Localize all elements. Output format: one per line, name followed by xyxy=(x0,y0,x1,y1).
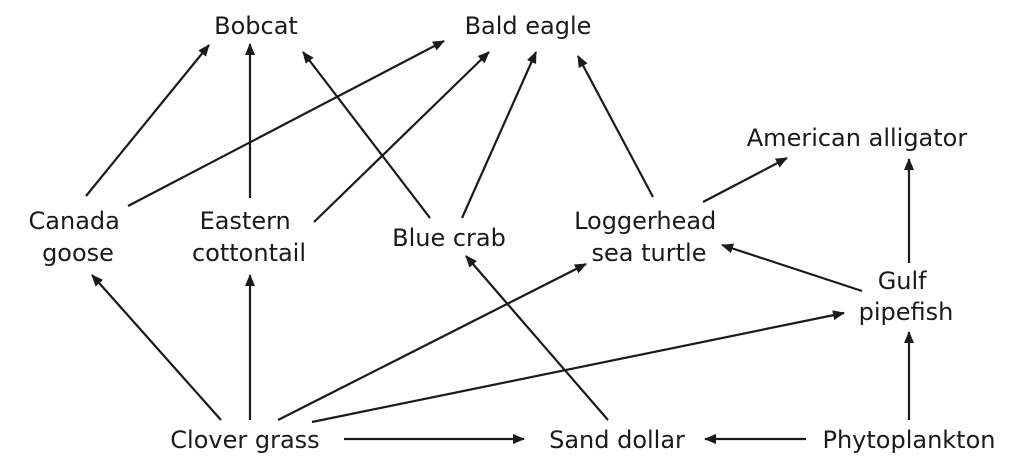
node-eastern-cottontail-line-1: Eastern xyxy=(200,207,291,235)
arrow-clover-grass-to-canada-goose xyxy=(91,274,222,421)
node-bald-eagle-line-1: Bald eagle xyxy=(465,12,592,40)
node-canada-goose-line-1: Canada xyxy=(29,207,120,235)
node-bobcat-line-1: Bobcat xyxy=(214,12,298,40)
node-loggerhead-sea-turtle: Loggerhead sea turtle xyxy=(574,207,724,267)
node-sand-dollar: Sand dollar xyxy=(549,426,685,454)
node-bobcat: Bobcat xyxy=(214,12,298,40)
node-gulf-pipefish: Gulf pipefish xyxy=(859,267,954,326)
arrow-loggerhead-to-bald-eagle xyxy=(577,55,654,198)
node-loggerhead-sea-turtle-line-1: Loggerhead xyxy=(574,207,716,235)
arrow-sand-dollar-to-blue-crab xyxy=(465,255,609,421)
arrow-clover-grass-to-loggerhead xyxy=(277,263,587,421)
arrow-clover-grass-to-gulf-pipefish xyxy=(311,310,845,424)
node-bald-eagle: Bald eagle xyxy=(465,12,592,40)
node-sand-dollar-line-1: Sand dollar xyxy=(549,426,685,454)
arrow-blue-crab-to-bobcat xyxy=(302,51,431,219)
node-loggerhead-sea-turtle-line-2: sea turtle xyxy=(592,239,707,267)
node-eastern-cottontail: Eastern cottontail xyxy=(192,207,306,267)
node-phytoplankton-line-1: Phytoplankton xyxy=(822,426,995,454)
node-eastern-cottontail-line-2: cottontail xyxy=(192,239,306,267)
arrow-blue-crab-to-bald-eagle xyxy=(460,51,538,219)
node-layer: Bobcat Bald eagle American alligator Can… xyxy=(29,12,996,454)
arrow-eastern-cottontail-to-bald-eagle xyxy=(313,51,490,223)
node-clover-grass-line-1: Clover grass xyxy=(170,426,319,454)
arrow-layer xyxy=(85,40,914,444)
node-blue-crab-line-1: Blue crab xyxy=(392,224,506,252)
node-american-alligator-line-1: American alligator xyxy=(747,124,968,152)
node-gulf-pipefish-line-2: pipefish xyxy=(859,298,954,326)
arrow-canada-goose-to-bobcat xyxy=(85,44,210,197)
arrow-canada-goose-to-bald-eagle xyxy=(127,40,445,207)
arrow-loggerhead-to-american-alligator xyxy=(702,157,788,203)
arrow-gulf-pipefish-to-loggerhead xyxy=(721,243,863,293)
node-canada-goose: Canada goose xyxy=(29,207,128,267)
node-american-alligator: American alligator xyxy=(747,124,968,152)
node-phytoplankton: Phytoplankton xyxy=(822,426,995,454)
node-gulf-pipefish-line-1: Gulf xyxy=(878,267,927,295)
node-clover-grass: Clover grass xyxy=(170,426,319,454)
node-blue-crab: Blue crab xyxy=(392,224,506,252)
node-canada-goose-line-2: goose xyxy=(42,239,114,267)
